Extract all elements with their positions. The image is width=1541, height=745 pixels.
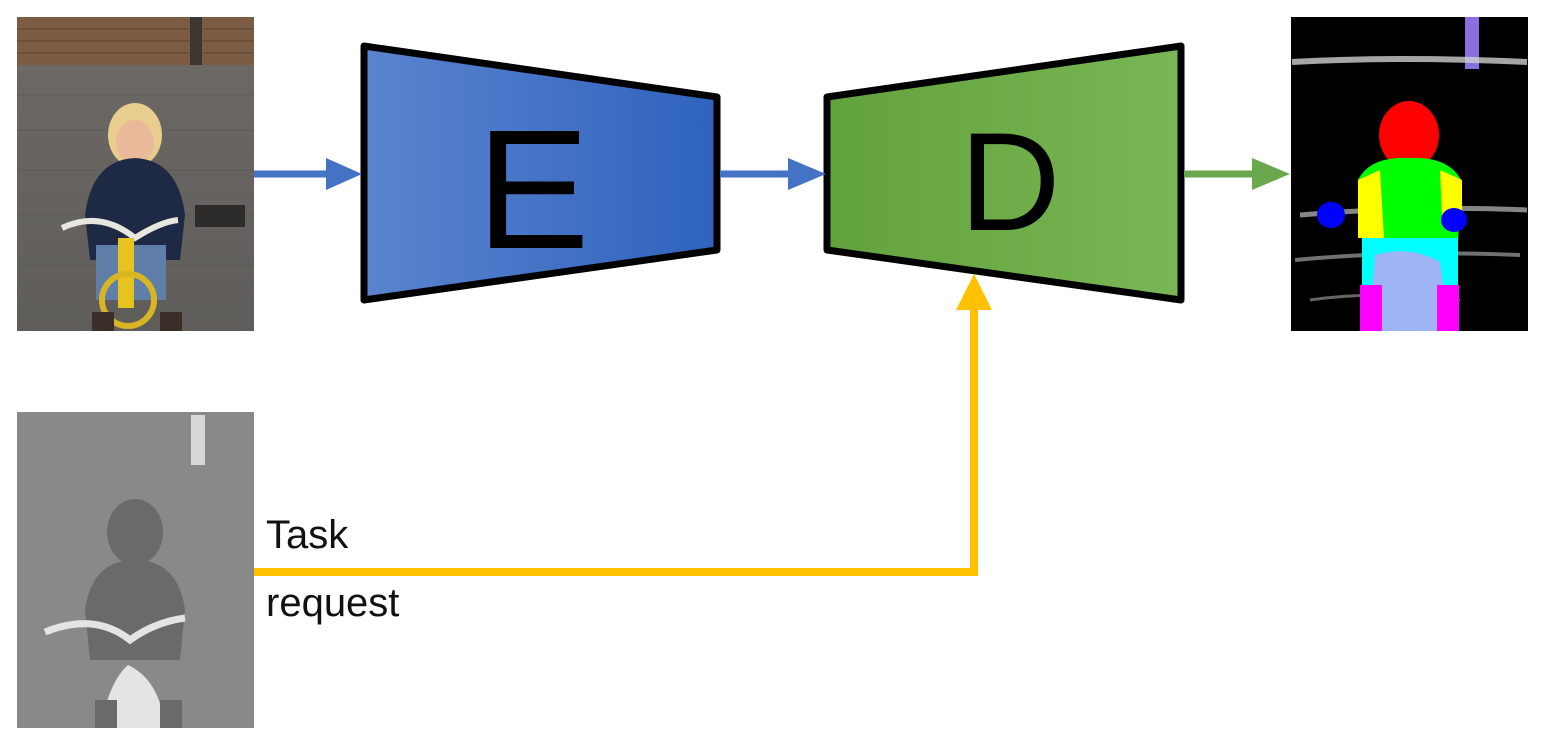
- encoder-to-decoder-arrow: [720, 158, 826, 190]
- decoder-block: [823, 42, 1185, 304]
- task-request-label-line2: request: [266, 581, 400, 625]
- input-to-encoder-arrow: [254, 158, 362, 190]
- encoder-block: [360, 42, 721, 304]
- task-request-image: [17, 412, 254, 728]
- output-segmentation-image: [1291, 17, 1528, 331]
- input-image: [17, 17, 254, 331]
- encoder-label: E: [476, 95, 589, 285]
- task-request-label-line1: Task: [266, 513, 349, 557]
- task-request-arrow: [254, 274, 992, 576]
- decoder-to-output-arrow: [1184, 158, 1290, 190]
- decoder-label: D: [959, 103, 1060, 260]
